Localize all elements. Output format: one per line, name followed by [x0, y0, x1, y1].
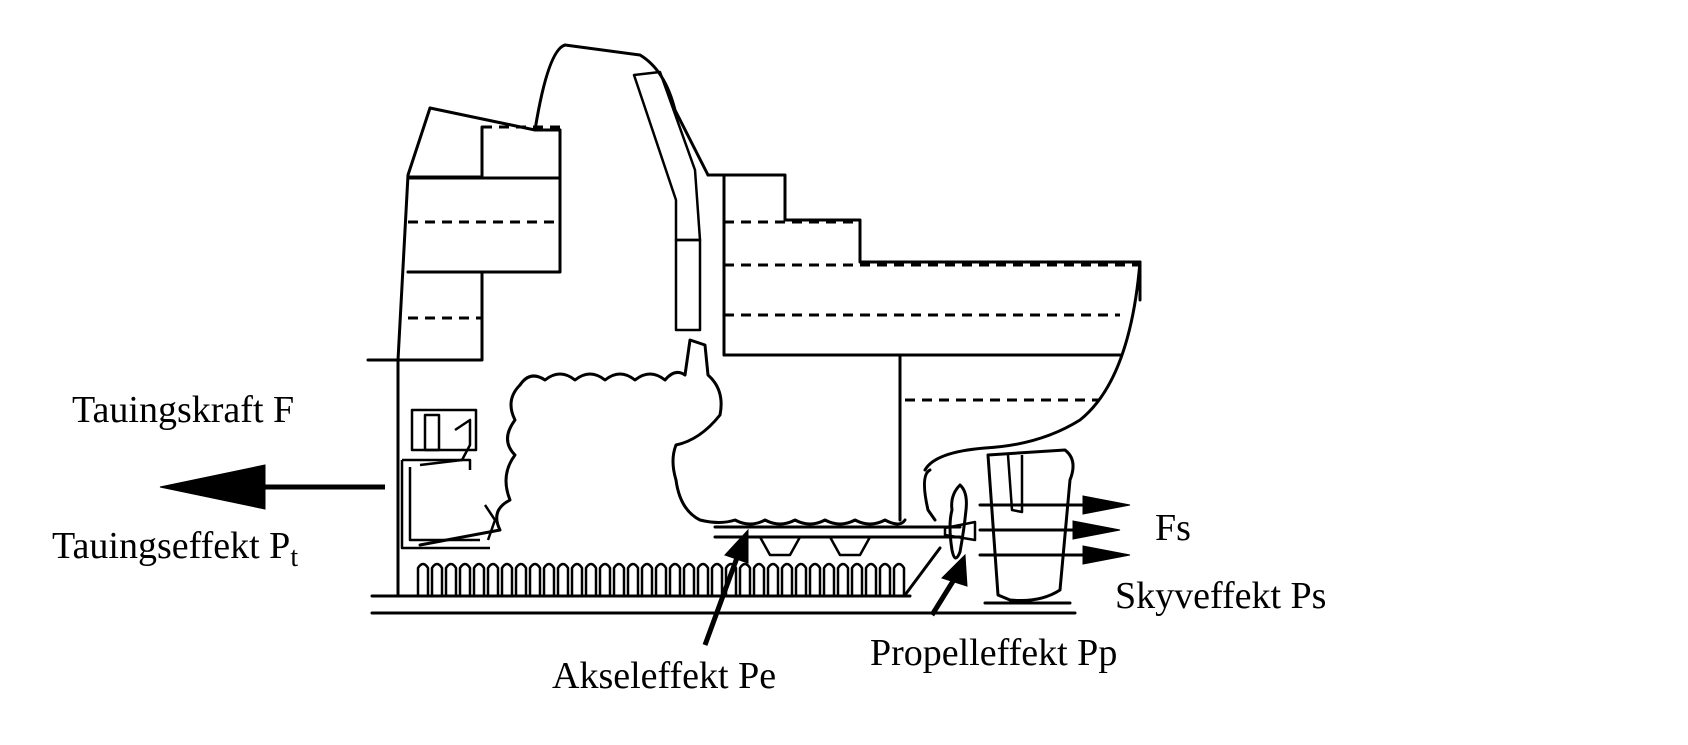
bottom-frame — [528, 562, 542, 596]
towing-power-text: Tauingseffekt P — [52, 525, 290, 567]
bottom-frame — [654, 562, 668, 596]
thrust-arrowhead-3 — [1082, 545, 1131, 565]
towing-power-subscript: t — [290, 542, 298, 573]
bottom-frame — [850, 562, 864, 596]
towing-force-arrow — [159, 464, 385, 510]
rudder — [983, 448, 1075, 605]
bottom-frame — [598, 562, 612, 596]
bottom-frame — [472, 562, 486, 596]
shaft-power-pointer — [702, 528, 749, 646]
bottom-frame — [738, 562, 752, 596]
thrust-arrowhead-2 — [1072, 520, 1121, 540]
thrust-power-label: Skyveffekt Ps — [1115, 575, 1326, 617]
bottom-frame — [444, 562, 458, 596]
bottom-frame — [836, 562, 850, 596]
bottom-frame — [626, 562, 640, 596]
propeller-power-label: Propelleffekt Pp — [870, 632, 1117, 674]
bottom-frame — [822, 562, 836, 596]
hull-outline — [366, 43, 1142, 615]
towing-force-label: Tauingskraft F — [72, 389, 294, 431]
shaft-power-label: Akseleffekt Pe — [552, 655, 776, 697]
thrust-arrows — [978, 495, 1131, 565]
bottom-frame — [486, 562, 500, 596]
propeller — [943, 483, 977, 560]
bottom-frame — [500, 562, 514, 596]
bottom-frame — [584, 562, 598, 596]
engine-room — [418, 338, 907, 547]
towing-winch — [400, 408, 497, 550]
bottom-frame — [794, 562, 808, 596]
bottom-frame — [724, 562, 738, 596]
bottom-frame — [458, 562, 472, 596]
bottom-frame — [682, 562, 696, 596]
bottom-frame — [710, 562, 724, 596]
bottom-frame — [416, 562, 430, 596]
bottom-frame — [780, 562, 794, 596]
bottom-frame — [752, 562, 766, 596]
bottom-frame — [612, 562, 626, 596]
bottom-frame — [430, 562, 444, 596]
bottom-frame — [696, 562, 710, 596]
bottom-frame — [556, 562, 570, 596]
bottom-frame — [766, 562, 780, 596]
thrust-arrowhead-1 — [1082, 495, 1131, 515]
towing-power-label: Tauingseffekt Pt — [52, 525, 298, 573]
bottom-frame — [514, 562, 528, 596]
bottom-frame — [640, 562, 654, 596]
propeller-power-pointer — [929, 553, 968, 617]
bottom-frame — [878, 562, 892, 596]
bottom-frame — [892, 562, 906, 596]
double-bottom-frames — [416, 562, 906, 596]
bottom-frame — [542, 562, 556, 596]
propeller-shaft — [713, 525, 962, 557]
bottom-frame — [864, 562, 878, 596]
bottom-frame — [570, 562, 584, 596]
bottom-frame — [808, 562, 822, 596]
thrust-force-label: Fs — [1155, 507, 1191, 549]
bottom-frame — [668, 562, 682, 596]
